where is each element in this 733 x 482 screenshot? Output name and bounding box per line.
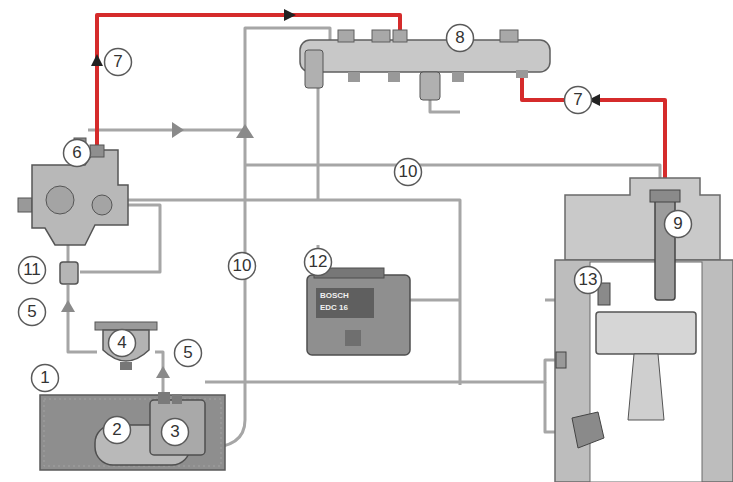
callout-number: 11: [17, 255, 47, 285]
pump-module: [150, 400, 205, 455]
fuel-heater: [60, 262, 78, 284]
injector-top: [650, 190, 680, 202]
callout-circle: 13: [573, 265, 603, 295]
crankshaft-sensor: [572, 412, 604, 448]
module-outlet: [172, 394, 182, 404]
rail-outlet: [388, 72, 400, 82]
cylinder-bore: [590, 262, 702, 482]
return-line: [205, 28, 330, 448]
callout-circle: 7: [103, 47, 133, 77]
flow-arrow: [91, 54, 103, 66]
high-pressure-lines: [97, 15, 665, 196]
metering-unit: [92, 195, 112, 215]
fuel-filter: [95, 322, 157, 370]
filter-drain: [120, 362, 132, 370]
pressure-regulator: [420, 72, 440, 100]
connecting-rod: [628, 354, 664, 420]
callout-number: 6: [62, 138, 92, 168]
rail-outlet: [348, 72, 360, 82]
callout-number: 12: [303, 247, 333, 277]
pump-shaft: [18, 198, 32, 212]
flow-arrow: [172, 122, 184, 138]
rail-outlet: [516, 70, 528, 78]
rail-inlet: [393, 30, 407, 42]
high-pressure-line: [97, 15, 400, 148]
rail-outlet: [452, 72, 464, 82]
callout-circle: 5: [173, 338, 203, 368]
callout-number: 5: [173, 338, 203, 368]
callout-circle: 10: [393, 157, 423, 187]
wire: [317, 88, 320, 200]
brand-label: BOSCH: [320, 291, 349, 300]
flow-arrow: [284, 9, 296, 21]
wire: [128, 200, 460, 385]
callout-number: 13: [573, 265, 603, 295]
piston: [596, 312, 696, 354]
ecu: [307, 268, 410, 355]
rail-pressure-sensor: [305, 50, 323, 88]
callout-number: 5: [17, 297, 47, 327]
callout-circle: 8: [445, 23, 475, 53]
callout-circle: 2: [102, 415, 132, 445]
callout-number: 3: [160, 417, 190, 447]
pump-outlet: [90, 145, 104, 157]
ecu-housing: [307, 275, 410, 355]
temperature-sensor: [556, 352, 566, 368]
callout-number: 2: [102, 415, 132, 445]
engine: [555, 178, 733, 482]
callout-number: 8: [445, 23, 475, 53]
rail-body: [300, 40, 550, 72]
callout-number: 10: [393, 157, 423, 187]
brand-label: EDC 16: [320, 303, 348, 312]
rail-lug: [372, 30, 390, 42]
red-line-arrows: [91, 9, 600, 106]
callout-circle: 11: [17, 255, 47, 285]
tank-body: [40, 395, 225, 470]
supply-line: [68, 285, 97, 352]
ecu-label-plate: [316, 288, 374, 318]
callout-number: 9: [663, 209, 693, 239]
callout-circle: 12: [303, 247, 333, 277]
high-pressure-pump: [18, 138, 128, 245]
return-line: [245, 165, 660, 195]
callout-number: 1: [30, 363, 60, 393]
callout-circle: 3: [160, 417, 190, 447]
callout-circle: 7: [563, 85, 593, 115]
return-line: [88, 129, 245, 132]
callout-circle: 6: [62, 138, 92, 168]
rail-lug: [338, 30, 354, 42]
module-outlet: [158, 392, 170, 404]
callout-number: 7: [563, 85, 593, 115]
rail-lug: [500, 30, 518, 42]
callout-circle: 5: [17, 297, 47, 327]
callout-circle: 4: [107, 328, 137, 358]
callout-circle: 10: [227, 251, 257, 281]
cylinder-head: [565, 178, 720, 260]
wire: [410, 299, 460, 302]
ecu-detail: [345, 330, 361, 346]
common-rail: [300, 30, 550, 100]
flow-arrow: [156, 366, 170, 378]
fuel-tank: [40, 392, 225, 470]
pump-element: [46, 186, 74, 214]
filter-bracket: [95, 322, 157, 330]
flow-arrow: [236, 124, 254, 138]
callout-number: 4: [107, 328, 137, 358]
callout-circle: 1: [30, 363, 60, 393]
injector: [655, 195, 675, 300]
flow-arrow: [61, 300, 75, 312]
wire: [430, 100, 460, 112]
callout-number: 7: [103, 47, 133, 77]
tank-texture: [44, 399, 221, 466]
wire: [205, 360, 560, 382]
callout-circle: 9: [663, 209, 693, 239]
component-body: [60, 262, 78, 284]
callout-number: 10: [227, 251, 257, 281]
engine-block: [555, 260, 733, 482]
